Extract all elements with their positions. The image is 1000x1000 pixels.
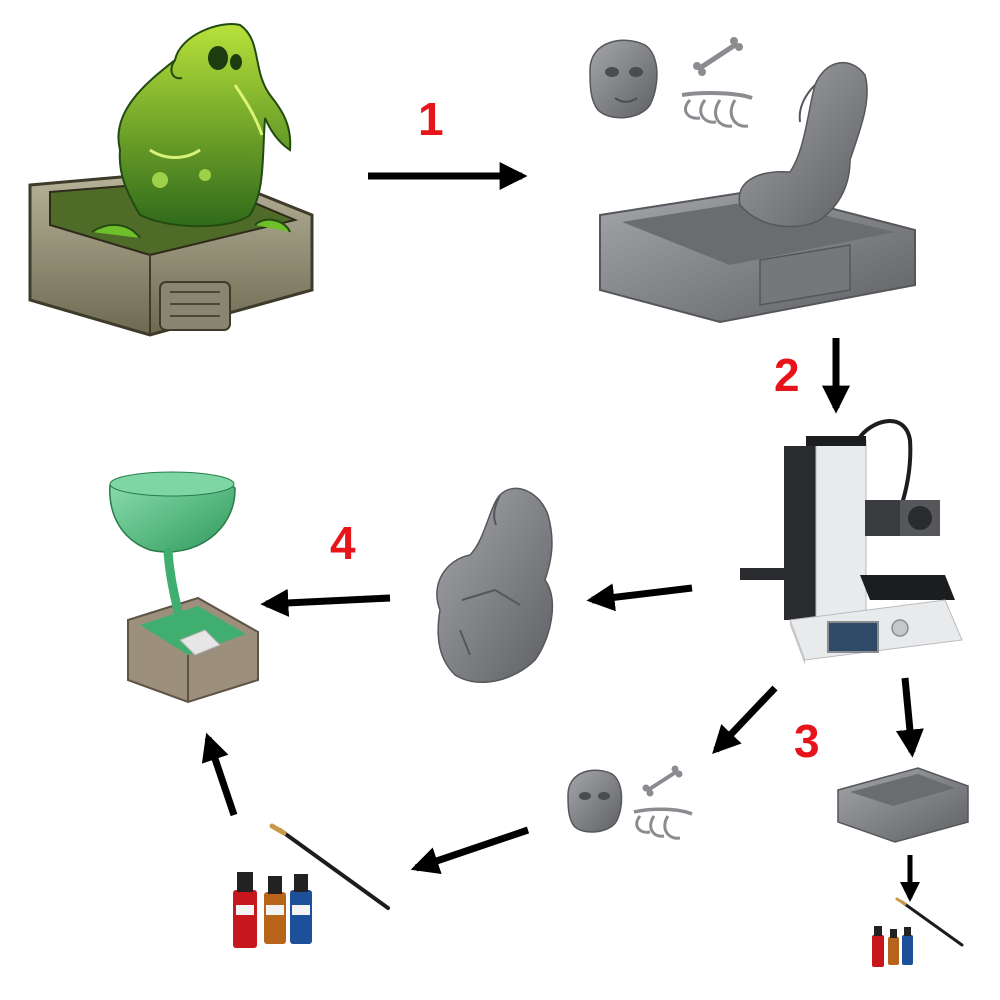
- paint-bottles-icon-small: [872, 926, 913, 967]
- step-label-1: 1: [418, 93, 444, 145]
- model-3d-fountain: [599, 61, 916, 324]
- arrow-paint-to-mold: [201, 732, 238, 817]
- paintbrush-icon: [269, 823, 390, 910]
- arrows: [201, 162, 924, 902]
- printed-bone: [642, 765, 683, 797]
- step-label-4: 4: [330, 517, 356, 569]
- step-label-2: 2: [774, 349, 800, 401]
- arrow-parts-to-paint: [410, 826, 530, 875]
- arrow-printer-to-ghost: [586, 583, 693, 612]
- 3d-printer-icon: [740, 419, 963, 665]
- model-3d-ribcage: [681, 91, 753, 128]
- arrow-printer-to-basin: [895, 677, 924, 758]
- printed-ribcage: [633, 807, 693, 840]
- arrow-ghost-to-mold: [260, 588, 391, 617]
- paint-bottles-icon: [233, 872, 312, 948]
- printed-skull: [567, 769, 623, 833]
- step-label-3: 3: [794, 715, 820, 767]
- illustration-slime-fountain: [28, 23, 314, 337]
- arrow-printer-to-parts: [712, 685, 778, 755]
- printed-basin: [837, 767, 969, 843]
- model-3d-skull: [589, 39, 658, 119]
- silicone-mold-pour: [109, 471, 259, 704]
- printed-ghost-figure: [436, 487, 554, 683]
- model-3d-bone: [693, 37, 743, 76]
